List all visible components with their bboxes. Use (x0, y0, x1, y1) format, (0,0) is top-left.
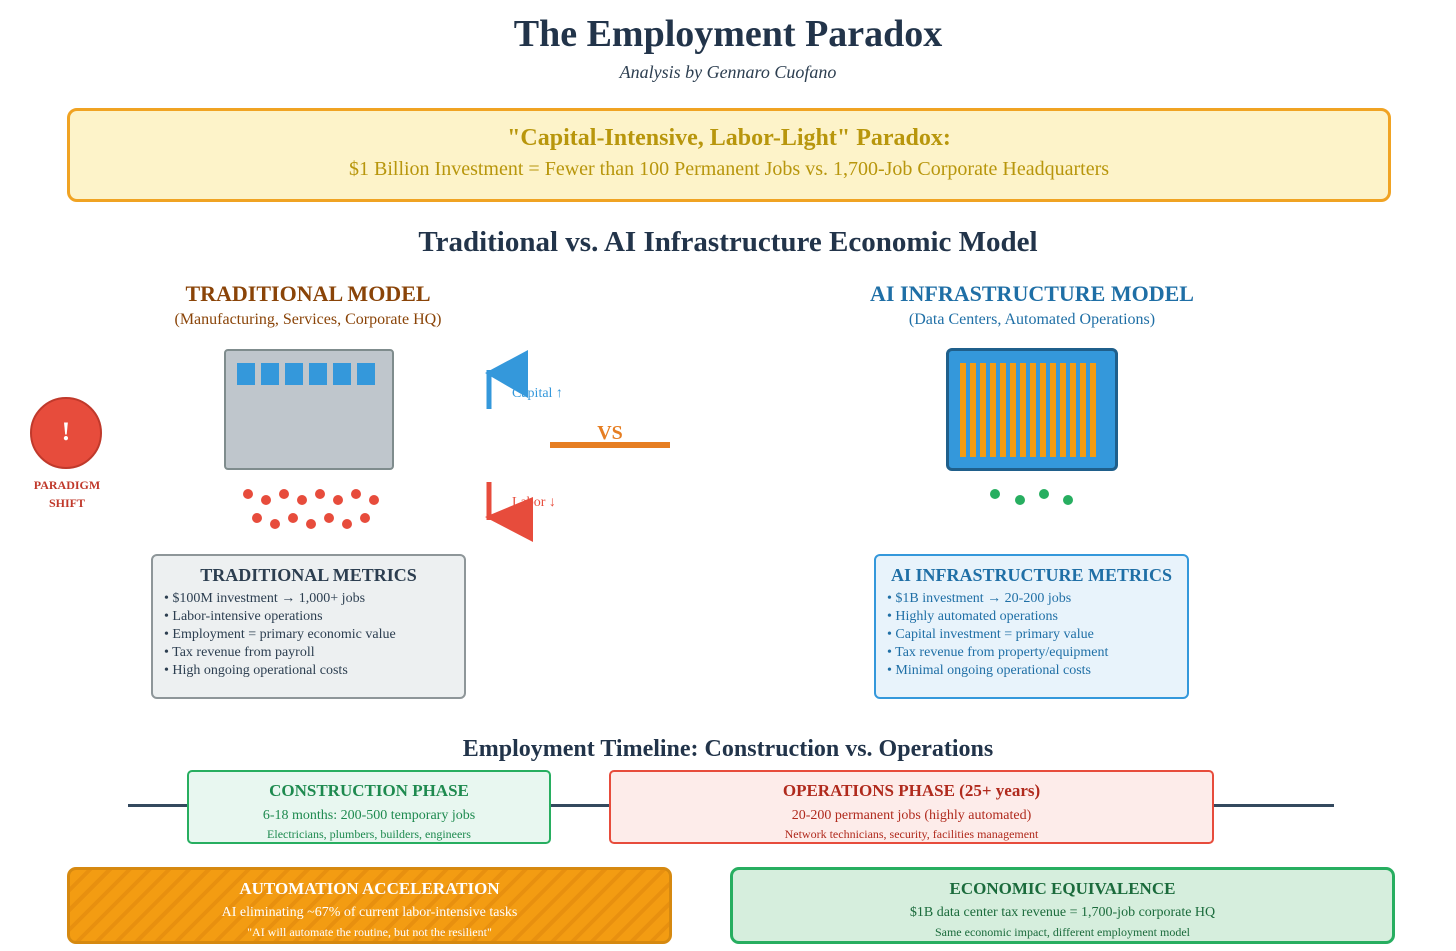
worker-dot (1063, 495, 1073, 505)
timeline-title: Employment Timeline: Construction vs. Op… (462, 736, 994, 762)
list-item: • Labor-intensive operations (164, 609, 323, 624)
ai-metrics-box: AI INFRASTRUCTURE METRICS • $1B investme… (874, 554, 1189, 699)
list-item: • Highly automated operations (887, 609, 1058, 624)
server-rack-icon (1020, 363, 1026, 457)
automation-quote: "AI will automate the routine, but not t… (247, 925, 492, 939)
data-center-icon (946, 348, 1118, 471)
paradigm-shift-label: PARADIGM SHIFT (20, 476, 114, 512)
worker-dot (297, 495, 307, 505)
alert-icon: ! (30, 397, 102, 469)
operations-phase-roles: Network technicians, security, facilitie… (784, 827, 1039, 841)
construction-phase-jobs: 6-18 months: 200-500 temporary jobs (262, 808, 476, 823)
worker-dot (369, 495, 379, 505)
economic-equivalence-box: ECONOMIC EQUIVALENCE $1B data center tax… (730, 867, 1395, 944)
traditional-model-title: TRADITIONAL MODEL (185, 281, 431, 306)
list-item: • $1B investment → 20-200 jobs (887, 591, 1072, 606)
worker-dot (315, 489, 325, 499)
list-item: • $100M investment → 1,000+ jobs (164, 591, 366, 606)
server-rack-icon (1090, 363, 1096, 457)
worker-dot (252, 513, 262, 523)
automation-acceleration-box: AUTOMATION ACCELERATION AI eliminating ~… (67, 867, 672, 944)
construction-phase-title: CONSTRUCTION PHASE (269, 781, 469, 800)
server-rack-icon (1070, 363, 1076, 457)
ai-metrics-list: • $1B investment → 20-200 jobs • Highly … (887, 590, 1108, 680)
window-icon (285, 363, 303, 385)
traditional-metrics-box: TRADITIONAL METRICS • $100M investment →… (151, 554, 466, 699)
capital-label: Capital ↑ (512, 386, 563, 401)
page-subtitle: Analysis by Gennaro Cuofano (619, 62, 837, 82)
construction-phase-box: CONSTRUCTION PHASE 6-18 months: 200-500 … (187, 770, 551, 844)
paradox-banner: "Capital-Intensive, Labor-Light" Paradox… (67, 108, 1391, 202)
traditional-metrics-title: TRADITIONAL METRICS (200, 565, 417, 585)
server-rack-icon (1080, 363, 1086, 457)
ai-metrics-title: AI INFRASTRUCTURE METRICS (890, 565, 1173, 585)
worker-dot (288, 513, 298, 523)
worker-dot (351, 489, 361, 499)
server-rack-icon (1050, 363, 1056, 457)
server-rack-icon (1000, 363, 1006, 457)
window-icon (237, 363, 255, 385)
server-rack-icon (1030, 363, 1036, 457)
operations-phase-title: OPERATIONS PHASE (25+ years) (782, 781, 1041, 800)
server-rack-icon (1060, 363, 1066, 457)
operations-phase-jobs: 20-200 permanent jobs (highly automated) (791, 808, 1032, 823)
window-icon (261, 363, 279, 385)
worker-dot (306, 519, 316, 529)
worker-dot (270, 519, 280, 529)
paradigm-label-line2: SHIFT (48, 496, 85, 510)
labor-label: Labor ↓ (512, 495, 556, 510)
worker-dot (333, 495, 343, 505)
list-item: • Capital investment = primary value (887, 627, 1094, 642)
comparison-section-title: Traditional vs. AI Infrastructure Econom… (418, 226, 1038, 258)
equivalence-title: ECONOMIC EQUIVALENCE (949, 879, 1176, 898)
server-rack-icon (990, 363, 996, 457)
equivalence-stat: $1B data center tax revenue = 1,700-job … (909, 905, 1216, 920)
worker-dot (279, 489, 289, 499)
labor-down-arrow-icon (485, 482, 533, 542)
worker-dot (990, 489, 1000, 499)
office-building-icon (224, 349, 394, 470)
server-rack-icon (980, 363, 986, 457)
construction-phase-roles: Electricians, plumbers, builders, engine… (267, 827, 471, 841)
ai-model-subtitle: (Data Centers, Automated Operations) (908, 311, 1156, 328)
worker-dot (342, 519, 352, 529)
window-icon (309, 363, 327, 385)
equivalence-note: Same economic impact, different employme… (934, 925, 1191, 939)
capital-labor-arrows (485, 350, 670, 542)
window-icon (333, 363, 351, 385)
ai-model-title: AI INFRASTRUCTURE MODEL (870, 281, 1194, 306)
worker-dot (1015, 495, 1025, 505)
list-item: • High ongoing operational costs (164, 663, 348, 678)
worker-dot (324, 513, 334, 523)
list-item: • Employment = primary economic value (164, 627, 396, 642)
paradigm-label-line1: PARADIGM (33, 478, 101, 492)
operations-phase-box: OPERATIONS PHASE (25+ years) 20-200 perm… (609, 770, 1214, 844)
paradox-text: $1 Billion Investment = Fewer than 100 P… (348, 158, 1110, 180)
list-item: • Tax revenue from payroll (164, 645, 315, 660)
page-title: The Employment Paradox (513, 13, 943, 55)
worker-dot (243, 489, 253, 499)
server-rack-icon (1010, 363, 1016, 457)
worker-dot (360, 513, 370, 523)
capital-up-arrow-icon (485, 350, 528, 409)
traditional-model-subtitle: (Manufacturing, Services, Corporate HQ) (174, 311, 442, 328)
traditional-metrics-list: • $100M investment → 1,000+ jobs • Labor… (164, 590, 396, 680)
vs-label: VS (597, 422, 623, 444)
window-icon (357, 363, 375, 385)
automation-stat: AI eliminating ~67% of current labor-int… (221, 905, 518, 920)
worker-dot (1039, 489, 1049, 499)
list-item: • Tax revenue from property/equipment (887, 645, 1109, 660)
server-rack-icon (1040, 363, 1046, 457)
server-rack-icon (960, 363, 966, 457)
paradox-title: "Capital-Intensive, Labor-Light" Paradox… (507, 125, 951, 151)
worker-dot (261, 495, 271, 505)
list-item: • Minimal ongoing operational costs (887, 663, 1091, 678)
automation-title: AUTOMATION ACCELERATION (239, 879, 500, 898)
server-rack-icon (970, 363, 976, 457)
